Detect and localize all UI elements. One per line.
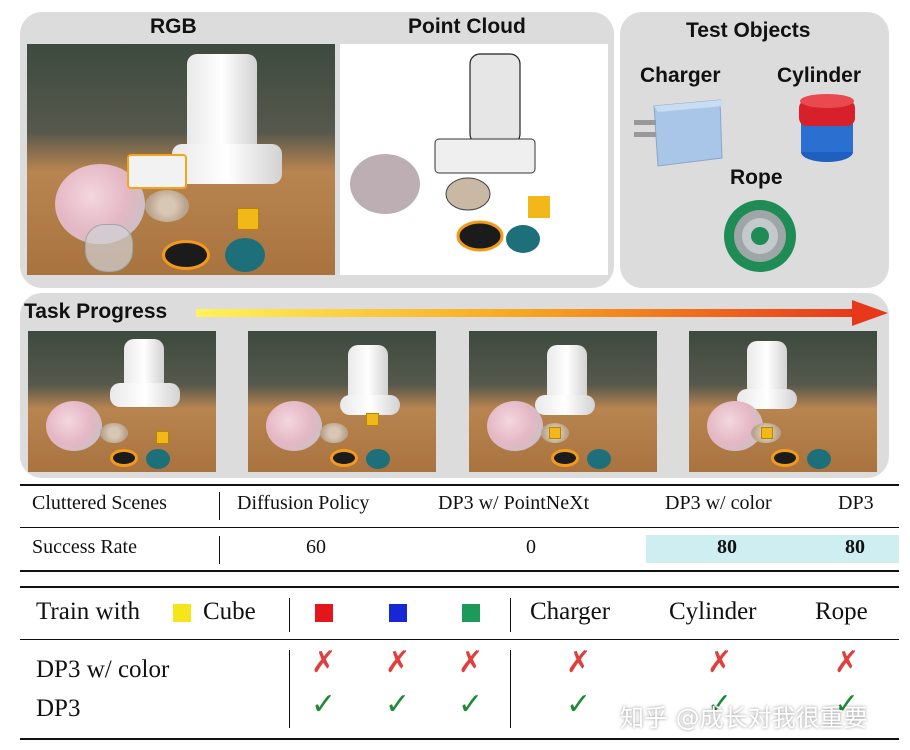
- rgb-photo: [27, 44, 335, 275]
- table2-divider-right-body: [510, 650, 511, 728]
- progress-frame-1: [28, 331, 216, 472]
- cross-mark: ✗: [834, 645, 860, 680]
- table2-top-rule: [20, 586, 899, 588]
- table1-header-diffusion-policy: Diffusion Policy: [237, 492, 370, 514]
- test-objects-title: Test Objects: [686, 19, 811, 42]
- table1-value-dp3-color: 80: [717, 536, 737, 558]
- green-cube-square: [462, 604, 480, 622]
- table1-header-dp3-pointnext: DP3 w/ PointNeXt: [438, 492, 590, 514]
- cross-mark: ✗: [566, 645, 592, 680]
- cylinder-image: [799, 94, 855, 162]
- table1-header-dp3: DP3: [838, 492, 874, 514]
- cross-mark: ✗: [311, 645, 337, 680]
- blue-cube-square: [389, 604, 407, 622]
- cube-color-square: [173, 604, 191, 622]
- check-mark: ✓: [566, 687, 592, 722]
- table2-divider-left-header: [289, 598, 290, 632]
- rgb-label: RGB: [150, 15, 197, 38]
- table1-best-highlight: [646, 535, 899, 563]
- cross-mark: ✗: [458, 645, 484, 680]
- cross-mark: ✗: [707, 645, 733, 680]
- table2-train-with: Train with: [36, 598, 140, 625]
- cross-mark: ✗: [385, 645, 411, 680]
- progress-frame-3: [469, 331, 657, 472]
- table1-value-dp3: 80: [845, 536, 865, 558]
- progress-frame-2: [248, 331, 436, 472]
- table1-divider-row: [219, 536, 220, 564]
- table2-header-cylinder: Cylinder: [669, 598, 757, 625]
- red-cube-square: [315, 604, 333, 622]
- table2-row-dp3-color-label: DP3 w/ color: [36, 656, 170, 683]
- check-mark: ✓: [834, 687, 860, 722]
- table1-header-scenes: Cluttered Scenes: [32, 492, 167, 514]
- charger-image: [634, 99, 724, 167]
- check-mark: ✓: [385, 687, 411, 722]
- rope-label: Rope: [730, 166, 783, 189]
- check-mark: ✓: [311, 687, 337, 722]
- table2-divider-left-body: [289, 650, 290, 728]
- table1-row-label: Success Rate: [32, 536, 137, 558]
- table1-top-rule: [20, 484, 899, 486]
- table2-divider-right-header: [510, 598, 511, 632]
- table2-header-charger: Charger: [530, 598, 611, 625]
- task-progress-label: Task Progress: [24, 300, 168, 323]
- table2-mid-rule: [20, 639, 899, 640]
- table1-divider-header: [219, 492, 220, 520]
- cylinder-label: Cylinder: [777, 64, 862, 87]
- charger-label: Charger: [640, 64, 721, 87]
- point-cloud-label: Point Cloud: [408, 15, 526, 38]
- table2-header-rope: Rope: [815, 598, 868, 625]
- task-progress-arrow: [196, 300, 888, 326]
- progress-frame-4: [689, 331, 877, 472]
- check-mark: ✓: [458, 687, 484, 722]
- table1-bottom-rule: [20, 570, 899, 572]
- table1-mid-rule: [20, 527, 899, 528]
- check-mark: ✓: [707, 687, 733, 722]
- table2-cube-label: Cube: [203, 598, 256, 625]
- table1-value-dp3-pointnext: 0: [526, 536, 536, 558]
- table2-bottom-rule: [20, 738, 899, 740]
- table1-header-dp3-color: DP3 w/ color: [665, 492, 772, 514]
- point-cloud-image: [340, 44, 608, 275]
- table1-value-diffusion-policy: 60: [306, 536, 326, 558]
- watermark-text: 知乎 @成长对我很重要: [620, 704, 868, 732]
- table2-row-dp3-label: DP3: [36, 695, 81, 722]
- rope-image: [724, 200, 796, 272]
